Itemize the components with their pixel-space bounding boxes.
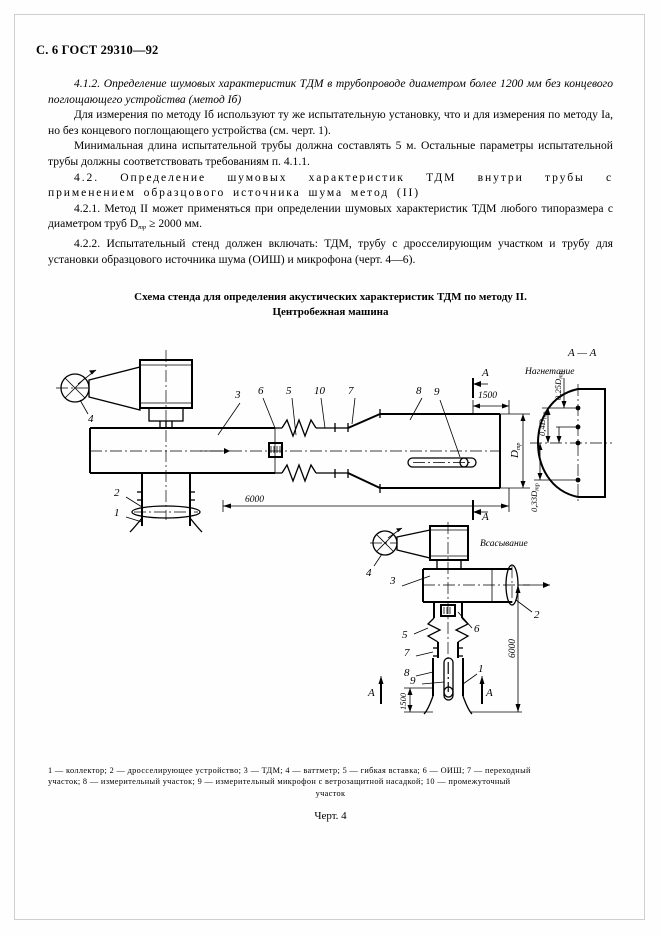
section-label-a-top: A	[481, 367, 489, 379]
figure-title: Схема стенда для определения акустически…	[48, 290, 613, 320]
throttle-device	[131, 505, 201, 519]
dimension-04-dtr-label: 0,4Dтр	[537, 411, 549, 436]
transition-section	[347, 409, 381, 493]
dimension-025-dtr: 0,25Dтр	[553, 371, 567, 408]
paragraph-4-1-2: 4.1.2. Определение шумовых характеристик…	[48, 77, 613, 106]
callout-4-vertical: 4	[366, 567, 372, 579]
callout-3-vertical: 3	[389, 575, 396, 587]
dimension-dtr-label: Dтр	[509, 442, 522, 459]
paragraph-min-length: Минимальная длина испытательной трубы до…	[48, 139, 613, 168]
flexible-insert-upper	[275, 418, 335, 438]
document-body: 4.1.2. Определение шумовых характеристик…	[48, 76, 613, 267]
intermediate-section	[334, 423, 348, 478]
figure-legend: 1 — коллектор; 2 — дросселирующее устрой…	[48, 765, 613, 799]
page-header: С. 6 ГОСТ 29310—92	[36, 43, 159, 57]
callout-3-main: 3	[234, 389, 241, 401]
dimension-dtr: Dтр	[500, 413, 530, 489]
legend-line-3: участок	[315, 788, 346, 798]
callout-6-vertical: 6	[474, 623, 480, 635]
oish-block	[268, 442, 283, 458]
paragraph-method-1b: Для измерения по методу Iб используют ту…	[48, 108, 613, 137]
callout-6-main: 6	[258, 385, 264, 397]
flow-label-suction: Всасывание	[480, 539, 528, 549]
legend-line-1: 1 — коллектор; 2 — дросселирующее устрой…	[48, 766, 531, 775]
callout-9-main: 9	[434, 386, 440, 398]
dimension-1500-label: 1500	[478, 391, 497, 401]
section-a-a-title: A — A	[567, 347, 597, 359]
section-marker-a-top: A	[472, 367, 489, 398]
callout-4-main: 4	[88, 413, 94, 425]
dimension-033-dtr-label: 0,33Dтр	[529, 483, 541, 512]
paragraph-4-2-1: 4.2.1. Метод II может применяться при оп…	[48, 201, 613, 236]
measurement-section	[380, 413, 501, 489]
paragraph-4-2-1-text: 4.2.1. Метод II может применяться при оп…	[48, 201, 613, 231]
paragraph-4-2: 4.2. Определение шумовых характеристик Т…	[48, 170, 613, 200]
microphone-probe	[407, 457, 477, 468]
paragraph-4-2-2: 4.2.2. Испытательный стенд должен включа…	[48, 236, 613, 266]
dimension-6000-vertical-label: 6000	[508, 639, 518, 658]
callout-1-main: 1	[114, 507, 120, 519]
dimension-6000-label: 6000	[245, 495, 264, 505]
callout-2-main: 2	[114, 487, 120, 499]
dimension-1500-vertical: 1500	[398, 687, 433, 713]
section-a-a-view: A — A Нагнетание 0,25Dтр	[524, 347, 612, 512]
vertical-view: 4 2 3	[366, 522, 550, 715]
legend-line-2: участок; 8 — измерительный участок; 9 — …	[48, 777, 511, 787]
callout-2-vertical: 2	[534, 609, 540, 621]
section-label-a-right: A	[485, 687, 493, 699]
paragraph-4-2-1-tail: ≥ 2000 мм.	[146, 217, 202, 231]
callout-5-main: 5	[286, 385, 292, 397]
dimension-033-dtr: 0,33Dтр	[529, 443, 543, 512]
dimension-6000-vertical: 6000	[470, 585, 522, 713]
dimension-025-dtr-label: 0,25Dтр	[553, 371, 565, 400]
subscript-tr: тр	[138, 224, 147, 232]
flexible-insert-lower	[275, 463, 335, 483]
dimension-6000-horizontal: 6000	[189, 473, 510, 518]
callout-7-main: 7	[348, 385, 354, 397]
figure-number: Черт. 4	[314, 810, 347, 822]
callout-8-main: 8	[416, 385, 422, 397]
section-label-a-bottom: A	[481, 511, 489, 523]
figure-title-line-1: Схема стенда для определения акустически…	[134, 291, 527, 303]
dimension-1500-horizontal: 1500	[472, 391, 510, 414]
motor-linkage	[88, 366, 141, 411]
flow-label-discharge: Нагнетание	[524, 367, 575, 377]
callout-10-main: 10	[314, 385, 326, 397]
figure-title-line-2: Центробежная машина	[272, 306, 389, 318]
figure-drawing: 4	[30, 340, 630, 745]
dimension-04-dtr: 0,4Dтр	[537, 408, 562, 443]
callout-8-vertical: 8	[404, 667, 410, 679]
section-label-a-left: A	[367, 687, 375, 699]
dimension-1500-vertical-label: 1500	[398, 692, 408, 710]
callout-5-vertical: 5	[402, 629, 408, 641]
callout-1-vertical: 1	[478, 663, 484, 675]
callout-7-vertical: 7	[404, 647, 410, 659]
section-marker-a-bottom: A	[472, 500, 489, 523]
wattmeter-symbol	[56, 369, 97, 415]
discharge-duct	[89, 427, 276, 474]
callout-9-vertical: 9	[410, 675, 416, 687]
